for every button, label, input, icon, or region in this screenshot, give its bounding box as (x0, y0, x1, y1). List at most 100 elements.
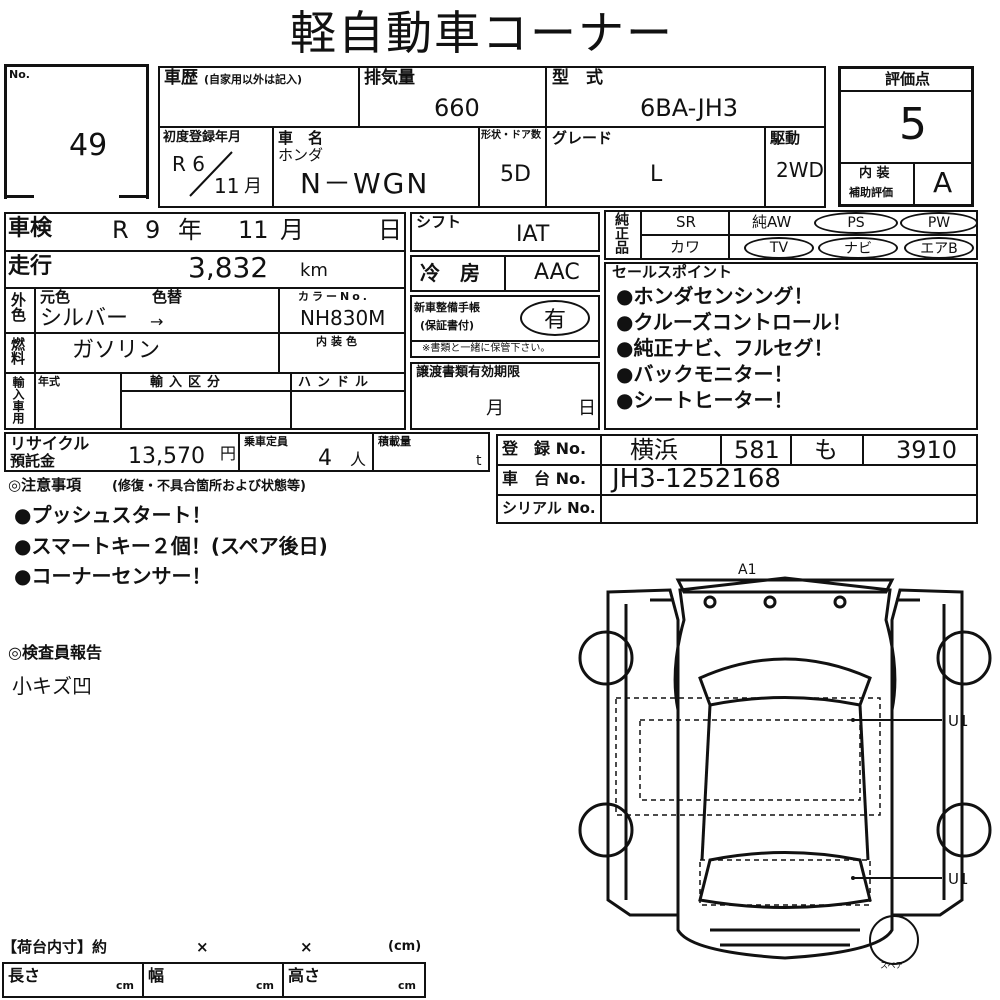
color-orig-label: 元色 (40, 288, 71, 306)
lot-label: No. (9, 68, 30, 81)
cargo-width-unit: cm (256, 979, 274, 992)
front-damage-mark: A1 (738, 562, 757, 578)
maintenance-label: 新車整備手帳 (414, 301, 480, 314)
first-reg-label: 初度登録年月 (163, 130, 242, 145)
displacement-label: 排気量 (364, 68, 415, 88)
cargo-length-unit: cm (116, 979, 134, 992)
interior-label: 内 装 (859, 166, 890, 181)
sales-point-item: ●シートヒーター！ (616, 388, 794, 412)
fuel-side-label: 燃料 (9, 337, 25, 365)
mileage-value: 3,832 (188, 251, 269, 284)
car-maker: ホンダ (278, 146, 324, 164)
ac-value: AAC (534, 260, 580, 285)
serial-label: シリアル No. (502, 499, 596, 517)
shift-box (410, 212, 600, 252)
color-change-label: 色替 (152, 288, 183, 306)
note-item: ●プッシュスタート！ (14, 503, 212, 527)
notes-sub-label: (修復・不具合箇所および状態等) (112, 479, 306, 494)
left-info-grid (4, 212, 406, 430)
import-class-label: 輸入区分 (150, 375, 227, 390)
note-item: ●スマートキー２個！(スペア後日) (14, 534, 328, 558)
option-leather: カワ (670, 238, 701, 256)
option-aw: 純AW (752, 213, 792, 231)
maintenance-note: ※書類と一緒に保管下さい。 (422, 343, 551, 354)
interior-rating-value: A (933, 166, 953, 199)
sales-points-label: セールスポイント (612, 263, 733, 281)
damage-mark-lower: U1 (948, 870, 969, 888)
sales-point-item: ●クルーズコントロール！ (616, 310, 852, 334)
cargo-height-unit: cm (398, 979, 416, 992)
inspection-era: R (112, 216, 129, 244)
capacity-label: 乗車定員 (244, 435, 288, 448)
chassis-label: 車 台 No. (502, 469, 587, 488)
doors-label: 形状・ドア数 (481, 130, 541, 141)
car-name-value: N－WGN (300, 167, 430, 200)
cargo-label: 【荷台内寸】約 (2, 938, 108, 956)
cargo-x2: × (300, 938, 313, 956)
page-title: 軽自動車コーナー (290, 6, 674, 60)
maintenance-sub-label: (保証書付) (420, 319, 475, 332)
grade-value: L (650, 162, 663, 187)
doors-value: 5D (500, 162, 531, 187)
inspector-report: 小キズ凹 (12, 674, 92, 698)
transfer-label: 譲渡書類有効期限 (416, 365, 521, 380)
registration-label: 登 録 No. (502, 439, 587, 458)
registration-area: 横浜 (630, 436, 678, 464)
option-airbag: エアB (904, 237, 974, 259)
cargo-box (2, 962, 426, 998)
rating-box: 評価点 5 内 装 補助評価 A (838, 66, 974, 207)
note-item: ●コーナーセンサー！ (14, 564, 212, 588)
cargo-unit: (cm) (388, 939, 422, 954)
first-reg-month: 11 (214, 174, 240, 198)
chassis-value: JH3-1252168 (612, 464, 781, 494)
transfer-day-unit: 日 (578, 398, 596, 419)
spare-tire-label: スペア (880, 961, 904, 970)
option-tv: TV (744, 237, 814, 259)
car-name-label: 車 名 (278, 129, 324, 147)
notes-label: ◎注意事項 (8, 476, 82, 494)
lot-number: 49 (69, 128, 108, 163)
color-code: NH830M (300, 306, 386, 330)
recycle-value: 13,570 (128, 444, 205, 469)
history-note: (自家用以外は記入) (204, 73, 303, 86)
mileage-unit: km (300, 260, 328, 281)
recycle-row (4, 432, 490, 472)
recycle-label: リサイクル (10, 434, 90, 453)
drive-value: 2WD (776, 158, 824, 182)
import-side-label: 輸入車用 (11, 376, 25, 424)
displacement-value: 660 (434, 94, 480, 122)
inspection-month-unit: 月 (280, 216, 304, 244)
inspection-label: 車検 (8, 216, 53, 241)
transfer-month-unit: 月 (486, 398, 504, 419)
inspection-year: 9 (145, 216, 161, 244)
grade-label: グレード (552, 129, 613, 147)
shift-label: シフト (416, 213, 462, 231)
capacity-unit: 人 (350, 450, 367, 469)
sales-point-item: ●ホンダセンシング！ (616, 284, 814, 308)
maintenance-value: 有 (520, 300, 590, 336)
recycle-unit: 円 (220, 444, 237, 463)
color-value: シルバー (40, 306, 129, 331)
damage-mark-upper: U1 (948, 712, 969, 730)
vehicle-info-grid (158, 66, 826, 208)
option-ps: PS (814, 212, 898, 234)
capacity-value: 4 (318, 446, 332, 471)
load-label: 積載量 (378, 435, 411, 448)
cargo-x1: × (196, 938, 209, 956)
option-pw: PW (900, 212, 978, 234)
registration-class: 581 (734, 436, 780, 464)
recycle-sub-label: 預託金 (10, 452, 56, 470)
sales-points-box (604, 262, 978, 430)
option-navi: ナビ (818, 237, 898, 259)
inspector-label: ◎検査員報告 (8, 643, 102, 662)
rating-value: 5 (899, 99, 927, 150)
fuel-value: ガソリン (72, 338, 161, 363)
first-reg-era: R 6 (172, 152, 205, 176)
import-handle-label: ハンドル (298, 375, 375, 390)
cargo-height-label: 高さ (288, 966, 321, 985)
sales-point-item: ●バックモニター！ (616, 362, 794, 386)
history-label: 車歴 (164, 68, 198, 88)
color-arrow: → (150, 312, 164, 331)
options-side-label: 純正品 (613, 212, 629, 254)
load-unit: t (476, 453, 482, 469)
